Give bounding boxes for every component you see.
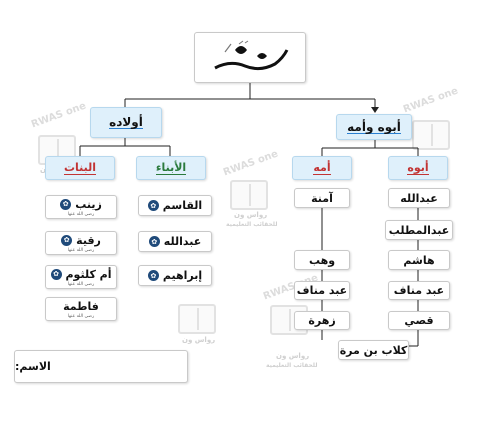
children-header: أولاده bbox=[90, 107, 162, 138]
calligraphy-logo-icon bbox=[214, 40, 289, 70]
father-header: أبوه bbox=[388, 156, 448, 180]
son-name: عبدالله bbox=[163, 235, 202, 248]
watermark-arabic: رواس ون bbox=[276, 352, 310, 360]
daughter-name: رقية bbox=[76, 233, 101, 247]
mother-line-box: آمنة bbox=[294, 188, 350, 208]
father-line-box: عبدالله bbox=[388, 188, 450, 208]
daughter-name: زينب bbox=[75, 197, 102, 211]
daughter-box: أم كلثوم✿ رضي الله عنها bbox=[45, 265, 117, 289]
son-box: القاسم✿ bbox=[138, 195, 212, 216]
watermark-sub: للحقائب التعليمية bbox=[266, 362, 318, 369]
daughter-name: أم كلثوم bbox=[65, 267, 112, 281]
mother-line-box: وهب bbox=[294, 250, 350, 270]
prophet-name-box bbox=[194, 32, 306, 83]
daughter-box: فاطمة رضي الله عنها bbox=[45, 297, 117, 321]
watermark-sub: للحقائب التعليمية bbox=[226, 221, 278, 228]
son-box: عبدالله✿ bbox=[138, 231, 212, 252]
daughter-note: رضي الله عنها bbox=[67, 313, 95, 319]
father-line-box: عبدالمطلب bbox=[385, 220, 453, 240]
watermark-arabic: رواس ون bbox=[234, 211, 268, 219]
daughter-box: زينب✿ رضي الله عنها bbox=[45, 195, 117, 219]
name-field[interactable]: الاسم: bbox=[14, 350, 188, 383]
sons-header: الأبناء bbox=[136, 156, 206, 180]
mother-header: أمه bbox=[292, 156, 352, 180]
father-line-box: عبد مناف bbox=[388, 281, 450, 300]
son-box: إبراهيم✿ bbox=[138, 265, 212, 286]
daughter-note: رضي الله عنها bbox=[67, 281, 95, 287]
daughter-name: فاطمة bbox=[63, 299, 99, 313]
common-ancestor-box: كلاب بن مرة bbox=[338, 340, 409, 360]
daughter-box: رقية✿ رضي الله عنها bbox=[45, 231, 117, 255]
mother-line-box: زهرة bbox=[294, 311, 350, 330]
watermark-book-icon bbox=[230, 180, 268, 210]
bullet-icon: ✿ bbox=[148, 236, 160, 247]
bullet-icon: ✿ bbox=[147, 270, 159, 281]
daughter-note: رضي الله عنها bbox=[67, 211, 95, 217]
bullet-icon: ✿ bbox=[147, 200, 159, 211]
daughter-note: رضي الله عنها bbox=[67, 247, 95, 253]
watermark-book-icon bbox=[412, 120, 450, 150]
parents-header: أبوه وأمه bbox=[336, 114, 412, 140]
daughters-header: البنات bbox=[45, 156, 115, 180]
father-line-box: هاشم bbox=[388, 250, 450, 270]
bullet-icon: ✿ bbox=[60, 198, 72, 210]
arrow-icon bbox=[371, 107, 379, 113]
father-line-box: قصي bbox=[388, 311, 450, 330]
mother-line-box: عبد مناف bbox=[294, 281, 350, 300]
bullet-icon: ✿ bbox=[61, 234, 73, 246]
son-name: إبراهيم bbox=[162, 269, 203, 282]
watermark-book-icon bbox=[178, 304, 216, 334]
son-name: القاسم bbox=[162, 199, 203, 212]
bullet-icon: ✿ bbox=[50, 268, 62, 280]
watermark-arabic: رواس ون bbox=[182, 336, 216, 344]
name-field-label: الاسم: bbox=[15, 360, 51, 373]
